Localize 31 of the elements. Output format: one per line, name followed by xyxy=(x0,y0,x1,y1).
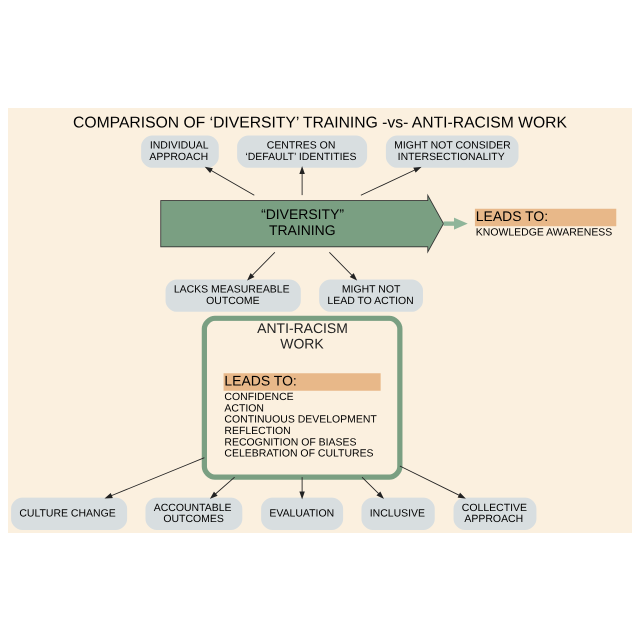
arrow xyxy=(299,476,305,499)
diagram-title: COMPARISON OF ‘DIVERSITY’ TRAINING -vs- ANTI-RACISM WORK xyxy=(73,114,567,132)
node-label: KNOWLEDGE AWARENESS xyxy=(476,227,612,238)
arrow xyxy=(210,476,236,498)
node-label: CELEBRATION OF CULTURES xyxy=(224,448,374,460)
node-label: REFLECTION xyxy=(224,426,291,437)
node-box: CULTURE CHANGE xyxy=(11,497,128,530)
arrow xyxy=(328,251,358,280)
arrow xyxy=(104,456,205,498)
node-box: ACCOUNTABLE OUTCOMES xyxy=(145,497,242,530)
arrow xyxy=(247,251,276,280)
node-label: CONTINUOUS DEVELOPMENT xyxy=(224,414,377,426)
arrow xyxy=(299,166,305,196)
node-box: MIGHT NOT CONSIDER INTERSECTIONALITY xyxy=(386,134,519,168)
node-box: CENTRES ON ‘DEFAULT’ IDENTITIES xyxy=(237,134,368,168)
arrow xyxy=(362,476,384,498)
arrow xyxy=(399,465,466,498)
node-box: COLLECTIVE APPROACH xyxy=(454,497,536,530)
node-box: INDIVIDUAL APPROACH xyxy=(141,134,219,168)
node-box: EVALUATION xyxy=(261,497,344,530)
arrow xyxy=(360,166,422,196)
node-label: CONFIDENCE xyxy=(224,392,294,402)
node-box: LEADS TO: xyxy=(474,208,616,226)
node-label: ACTION xyxy=(224,402,264,414)
arrow xyxy=(444,217,468,230)
node-box: MIGHT NOT LEAD TO ACTION xyxy=(319,278,423,312)
node-label: RECOGNITION OF BIASES xyxy=(224,436,356,448)
node-box: INCLUSIVE xyxy=(361,497,435,530)
arrow xyxy=(204,166,255,196)
node-box: LEADS TO: xyxy=(224,372,381,390)
node-box: LACKS MEASUREABLE OUTCOME xyxy=(166,278,301,312)
